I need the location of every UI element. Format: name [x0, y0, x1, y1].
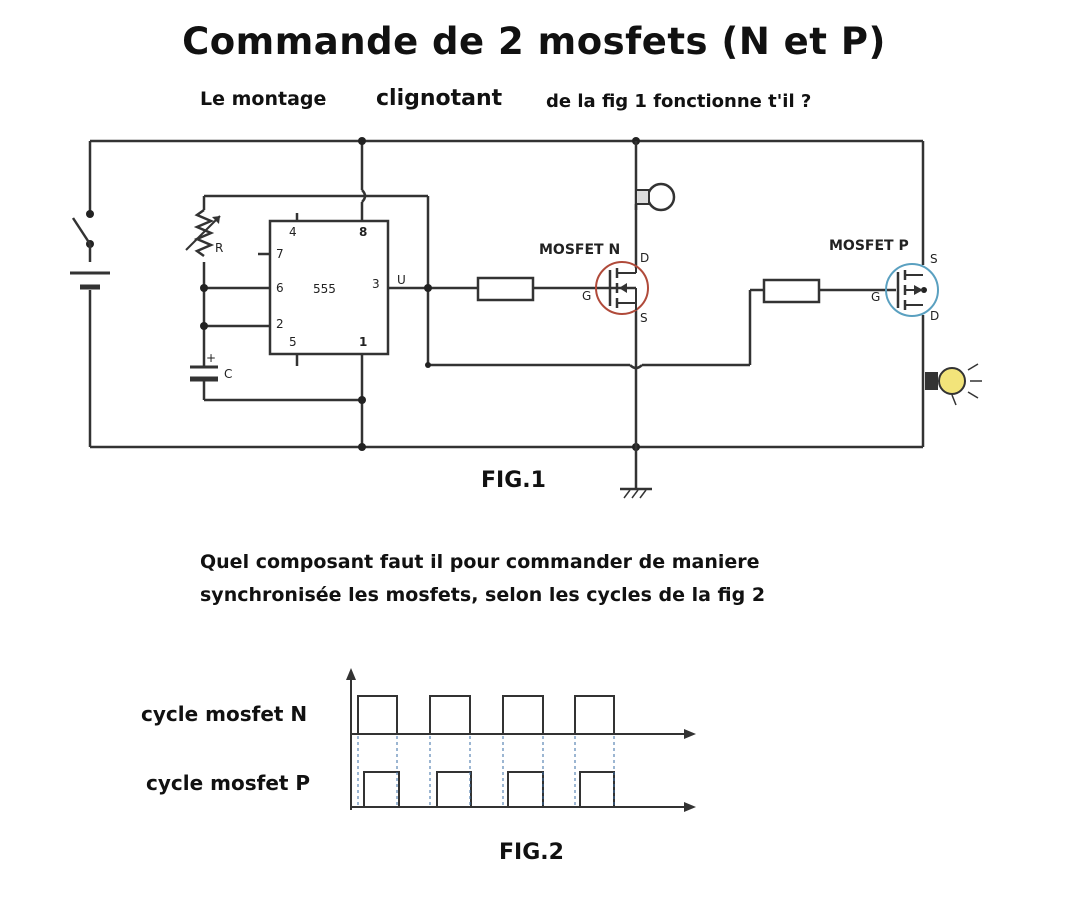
subtitle-part1: Le montage	[200, 88, 327, 110]
resistor-label: R	[215, 241, 223, 255]
outer-wires	[88, 139, 925, 449]
pin-5: 5	[289, 335, 297, 349]
question-line1: Quel composant faut il pour commander de…	[200, 551, 760, 573]
pin-2: 2	[276, 317, 284, 331]
mosfet-p-gate: G	[871, 290, 880, 304]
switch-icon	[71, 210, 94, 262]
cycle-p-label: cycle mosfet P	[146, 771, 311, 795]
capacitor-label: C	[224, 367, 232, 381]
page-title: Commande de 2 mosfets (N et P)	[182, 20, 886, 63]
timing-diagram	[346, 668, 696, 812]
cycle-n-label: cycle mosfet N	[141, 702, 308, 726]
lit-bulb-icon	[925, 363, 982, 406]
pin-8: 8	[359, 225, 367, 239]
mosfet-p-source: S	[930, 252, 938, 266]
mosfet-n-label: MOSFET N	[539, 242, 620, 258]
capacitor-icon: + C	[190, 351, 232, 385]
mosfet-p-icon: MOSFET P G S D	[829, 238, 939, 323]
pin-7: 7	[276, 247, 284, 261]
question-line2: synchronisée les mosfets, selon les cycl…	[200, 584, 766, 606]
mosfet-n-drain: D	[640, 251, 649, 265]
gate-resistor-p	[762, 278, 821, 304]
subtitle-part2: clignotant	[376, 86, 503, 111]
mosfet-n-gate: G	[582, 289, 591, 303]
pin-6: 6	[276, 281, 284, 295]
gate-resistor-n	[476, 276, 535, 302]
mosfet-p-drain: D	[930, 309, 939, 323]
waveform-p	[351, 771, 615, 808]
capacitor-plus: +	[206, 351, 216, 365]
pin-1: 1	[359, 335, 367, 349]
bulb-icon	[634, 182, 676, 240]
ic-name: 555	[313, 282, 336, 296]
mosfet-n-icon: MOSFET N G D S	[539, 141, 649, 447]
ic-555: 555 4 8 7 6 3 2 5 1	[258, 213, 390, 366]
battery-icon	[70, 271, 110, 290]
mosfet-p-label: MOSFET P	[829, 238, 909, 254]
output-label: U	[397, 273, 406, 287]
pin-4: 4	[289, 225, 297, 239]
fig1-caption: FIG.1	[481, 468, 546, 493]
waveform-n	[351, 695, 615, 735]
subtitle-part3: de la fig 1 fonctionne t'il ?	[546, 91, 812, 112]
ic-wires	[200, 137, 927, 451]
mosfet-n-source: S	[640, 311, 648, 325]
ground-icon	[620, 447, 652, 499]
variable-resistor-icon: R	[185, 208, 223, 258]
fig2-caption: FIG.2	[499, 840, 564, 865]
pin-3: 3	[372, 277, 380, 291]
